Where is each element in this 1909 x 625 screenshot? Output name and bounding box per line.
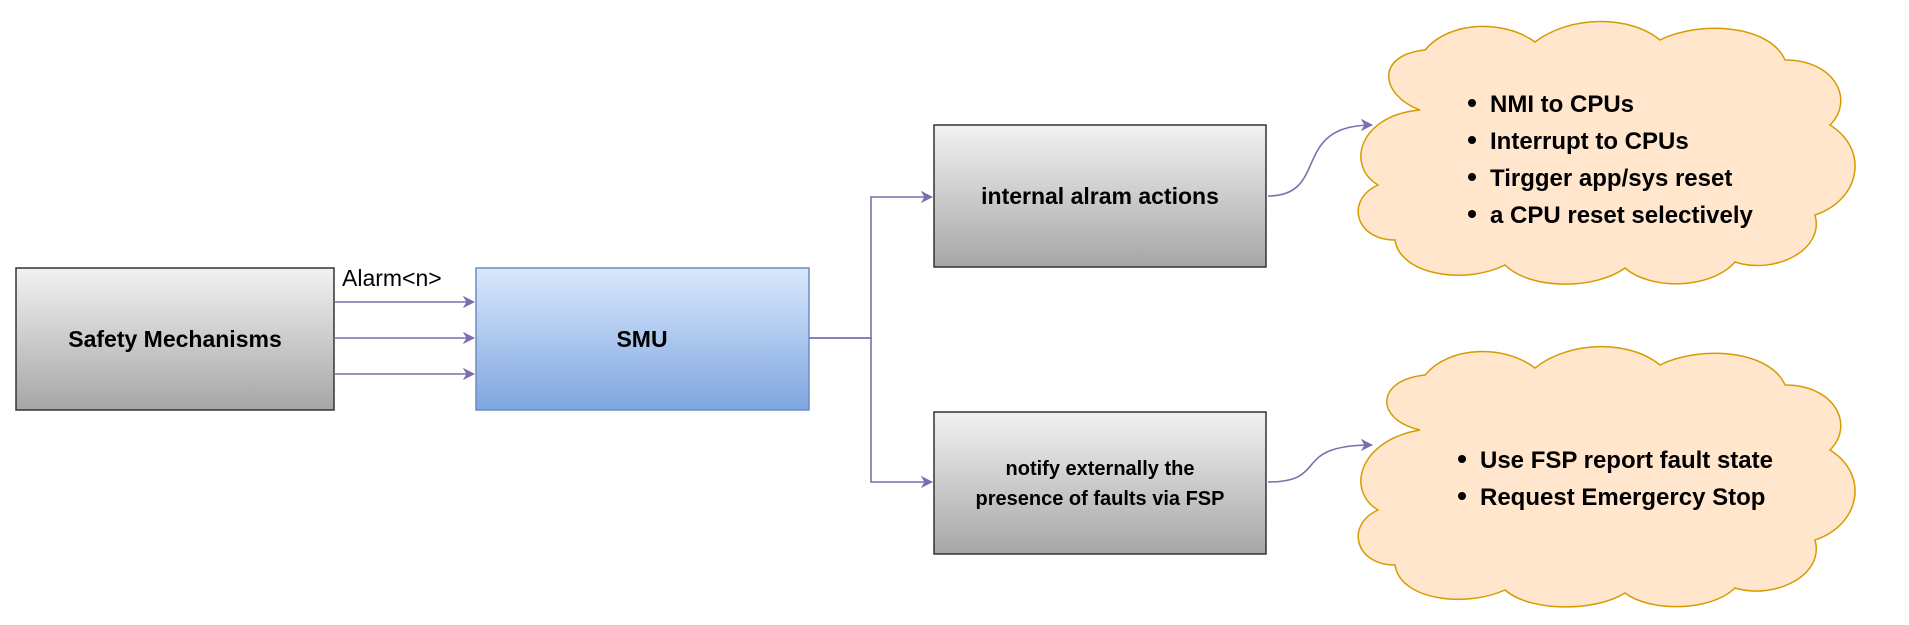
bullet-dot — [1468, 210, 1476, 218]
bullet-item: Tirgger app/sys reset — [1490, 165, 1732, 192]
smu-to-internal-arrow — [809, 197, 932, 339]
bullet-item: Interrupt to CPUs — [1490, 128, 1689, 155]
external-to-cloud-arrow — [1267, 445, 1372, 483]
internal-actions-box — [933, 124, 1267, 268]
bullet-item: a CPU reset selectively — [1490, 202, 1753, 229]
alarm-arrows: Alarm<n> — [334, 265, 474, 374]
smu-node[interactable]: SMU — [475, 267, 810, 411]
smu-box — [475, 267, 810, 411]
bullet-dot — [1468, 136, 1476, 144]
bullet-dot — [1468, 173, 1476, 181]
bullet-dot — [1458, 455, 1466, 463]
internal-actions-node[interactable]: internal alram actions — [933, 124, 1267, 268]
internal-actions-cloud: NMI to CPUs Interrupt to CPUs Tirgger ap… — [1357, 20, 1856, 285]
cloud-connectors — [1267, 125, 1372, 483]
external-actions-cloud: Use FSP report fault state Request Emerg… — [1357, 345, 1856, 608]
external-actions-bullets: Use FSP report fault state Request Emerg… — [1458, 447, 1773, 511]
bullet-dot — [1458, 492, 1466, 500]
bullet-item: Use FSP report fault state — [1480, 447, 1773, 474]
internal-actions-bullets: NMI to CPUs Interrupt to CPUs Tirgger ap… — [1468, 91, 1753, 229]
notify-external-box — [933, 411, 1267, 555]
bullet-item: Request Emergercy Stop — [1480, 484, 1765, 511]
internal-to-cloud-arrow — [1267, 125, 1372, 197]
internal-actions-label: internal alram actions — [981, 183, 1219, 209]
smu-branch-arrows — [809, 197, 932, 482]
alarm-edge-label: Alarm<n> — [342, 265, 442, 291]
external-actions-cloud-shape — [1357, 345, 1856, 608]
notify-external-node[interactable]: notify externally the presence of faults… — [933, 411, 1267, 555]
safety-mechanisms-label: Safety Mechanisms — [68, 326, 281, 352]
smu-label: SMU — [616, 326, 667, 352]
internal-actions-cloud-shape — [1357, 20, 1856, 285]
safety-mechanisms-box — [15, 267, 335, 411]
bullet-item: NMI to CPUs — [1490, 91, 1634, 118]
notify-external-label-line-2: presence of faults via FSP — [976, 488, 1225, 510]
bullet-dot — [1468, 99, 1476, 107]
safety-mechanisms-node[interactable]: Safety Mechanisms — [15, 267, 335, 411]
smu-to-external-arrow — [809, 337, 932, 482]
notify-external-label-line-1: notify externally the — [1006, 458, 1195, 480]
